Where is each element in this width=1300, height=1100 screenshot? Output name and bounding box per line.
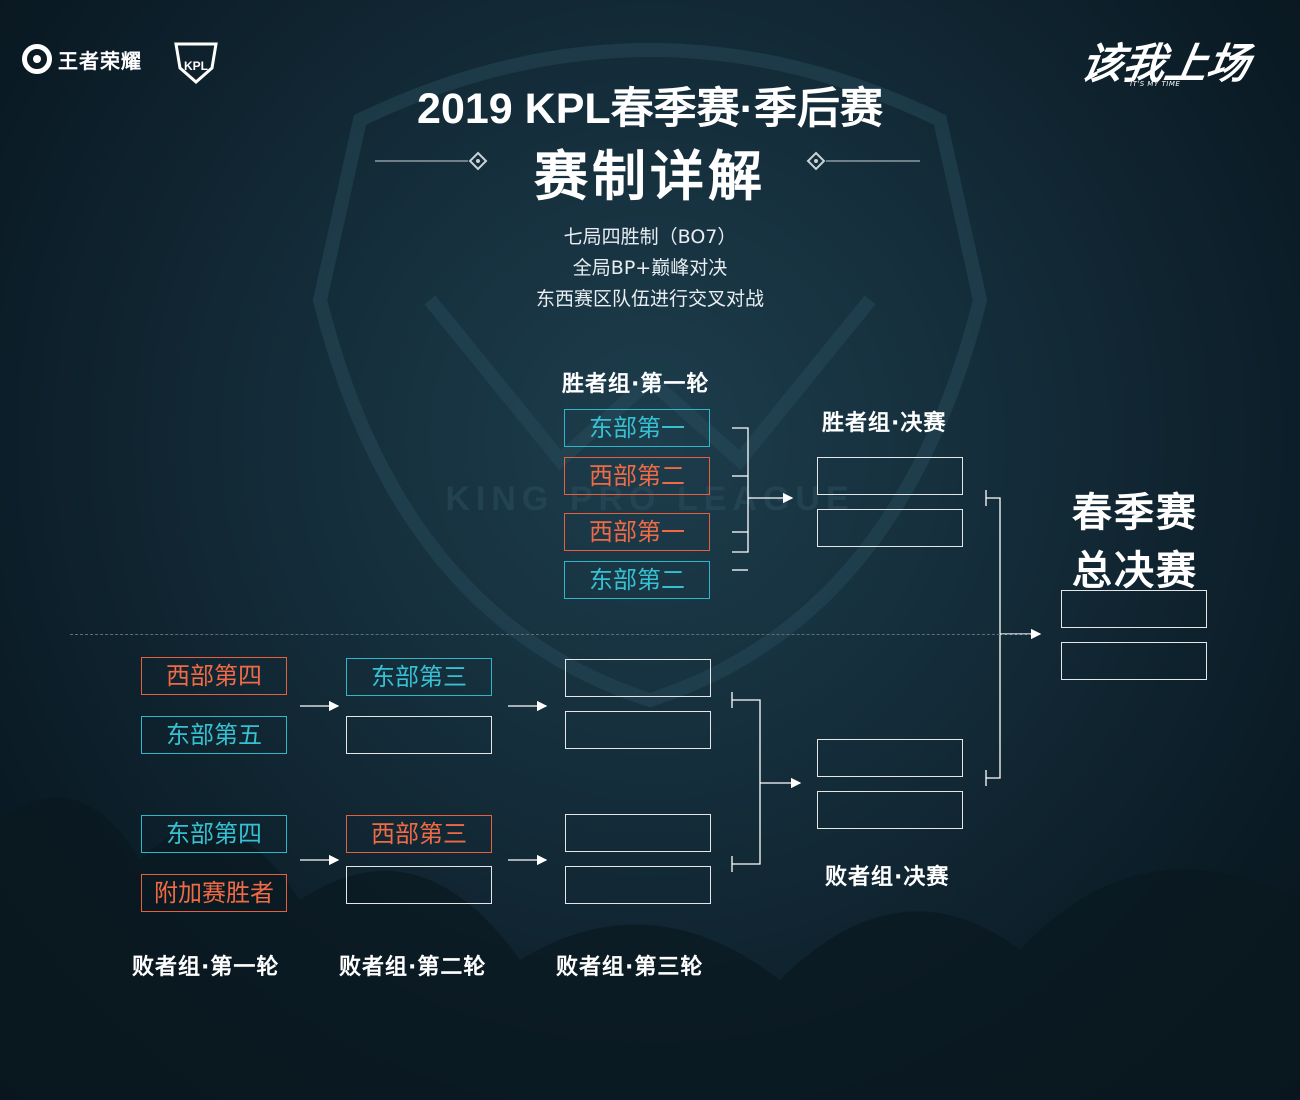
empty-slot (1061, 590, 1207, 628)
empty-slot (346, 716, 492, 754)
grand-final-title-line1: 春季赛 (1072, 490, 1198, 536)
empty-slot (817, 509, 963, 547)
kpl-logo: KPL (174, 42, 218, 84)
title-decoration (375, 151, 920, 171)
svg-text:KING PRO LEAGUE: KING PRO LEAGUE (445, 480, 854, 518)
grand-final-title: 春季赛 总决赛 (1062, 484, 1208, 600)
kpl-logo-text: KPL (184, 59, 208, 73)
empty-slot (346, 866, 492, 904)
team-slot: 东部第四 (141, 815, 287, 853)
rule-line: 七局四胜制（BO7） (563, 226, 737, 248)
losers-round1-label: 败者组·第一轮 (132, 955, 280, 980)
team-slot: 西部第四 (141, 657, 287, 695)
game-logo: 王者荣耀 (22, 44, 142, 74)
team-slot: 西部第三 (346, 815, 492, 853)
team-slot: 东部第二 (564, 561, 710, 599)
empty-slot (817, 739, 963, 777)
rule-line: 东西赛区队伍进行交叉对战 (535, 288, 764, 310)
rule-line: 全局BP+巅峰对决 (572, 257, 728, 279)
divider-line (70, 634, 1030, 635)
winners-round1-label: 胜者组·第一轮 (562, 372, 710, 397)
team-slot: 附加赛胜者 (141, 874, 287, 912)
empty-slot (565, 711, 711, 749)
empty-slot (565, 866, 711, 904)
team-slot: 西部第一 (564, 513, 710, 551)
team-slot: 东部第一 (564, 409, 710, 447)
losers-round3-label: 败者组·第三轮 (556, 955, 704, 980)
losers-final-label: 败者组·决赛 (825, 865, 950, 890)
empty-slot (817, 791, 963, 829)
winners-final-label: 胜者组·决赛 (822, 411, 947, 436)
team-slot: 东部第五 (141, 716, 287, 754)
page-subtitle: 赛制详解 (534, 145, 766, 208)
team-slot: 东部第三 (346, 658, 492, 696)
page-title: 2019 KPL春季赛·季后赛 (417, 85, 883, 133)
grand-final-title-line2: 总决赛 (1072, 548, 1198, 594)
empty-slot (565, 814, 711, 852)
team-slot: 西部第二 (564, 457, 710, 495)
empty-slot (1061, 642, 1207, 680)
losers-round2-label: 败者组·第二轮 (339, 955, 487, 980)
empty-slot (817, 457, 963, 495)
game-logo-text: 王者荣耀 (58, 48, 142, 73)
game-logo-icon (22, 44, 52, 74)
slogan-sub: IT'S MY TIME (1130, 80, 1181, 88)
empty-slot (565, 659, 711, 697)
